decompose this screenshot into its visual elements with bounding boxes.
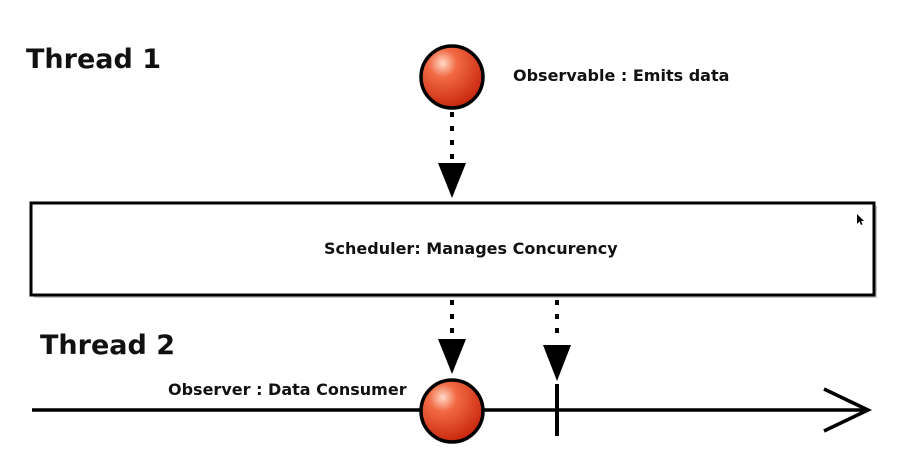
observable-label: Observable : Emits data <box>513 66 730 85</box>
observer-label: Observer : Data Consumer <box>168 380 407 399</box>
dispatch-arrow-2-head <box>543 345 571 381</box>
timeline-arrowhead <box>823 387 873 433</box>
thread-2-label: Thread 2 <box>40 330 175 361</box>
scheduler-label: Scheduler: Manages Concurency <box>324 239 618 258</box>
scheduler-box <box>29 201 876 297</box>
dispatch-arrow-1-head <box>438 339 466 374</box>
observer-marble <box>419 378 485 444</box>
mouse-cursor-icon <box>857 214 864 225</box>
thread-1-label: Thread 1 <box>26 44 161 75</box>
observable-marble <box>419 44 485 110</box>
emit-arrow-head <box>438 163 466 198</box>
